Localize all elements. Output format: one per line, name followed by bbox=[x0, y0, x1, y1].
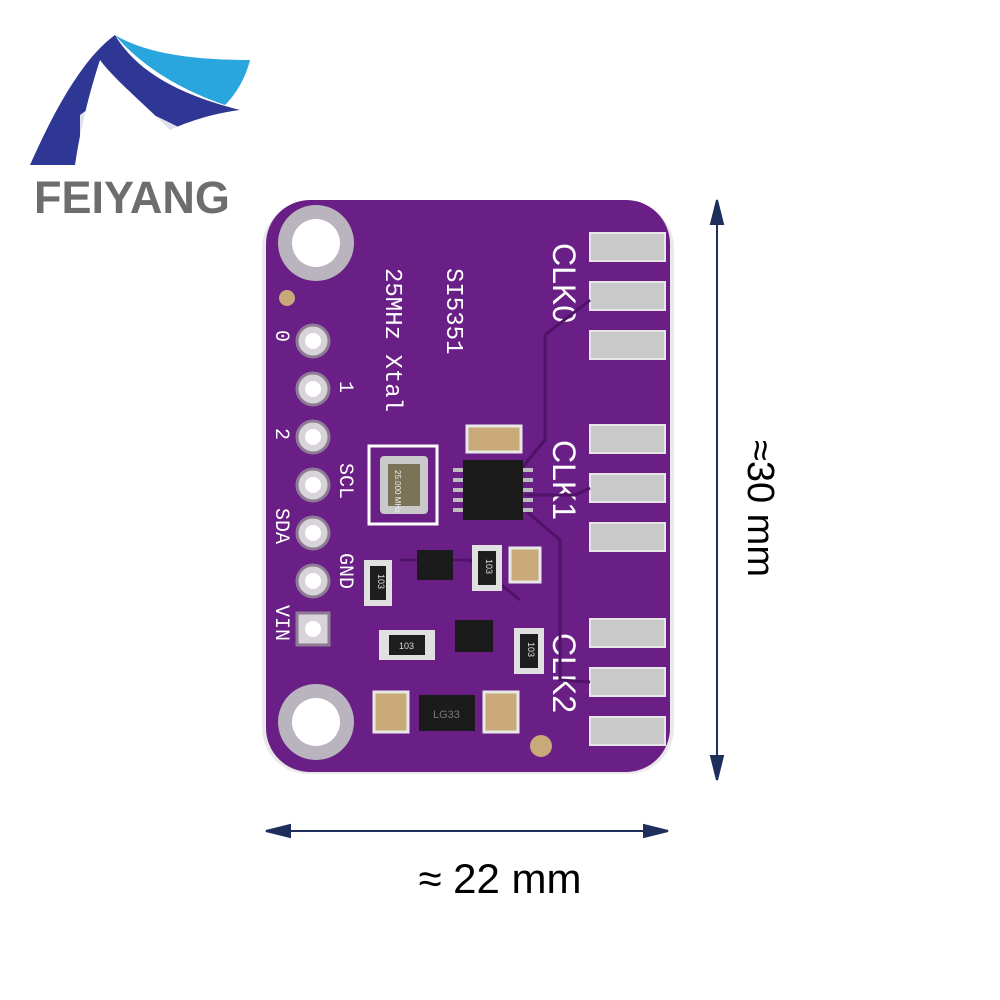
output-label-clk1: CLK1 bbox=[546, 440, 582, 520]
brand-name: FEIYANG bbox=[34, 172, 230, 223]
fiducial bbox=[530, 735, 552, 757]
si5351-chip bbox=[453, 460, 533, 520]
brand-logo: FEIYANG bbox=[20, 20, 260, 223]
output-pads bbox=[589, 232, 666, 746]
chip-label: SI5351 bbox=[439, 268, 466, 354]
resistor-marking: 103 bbox=[484, 559, 494, 574]
pin-label-1: 1 bbox=[333, 381, 356, 393]
regulator-marking: LG33 bbox=[433, 709, 460, 721]
pin-label-scl: SCL bbox=[333, 463, 356, 499]
pin-label-0: 0 bbox=[269, 330, 292, 342]
resistors bbox=[364, 545, 544, 674]
pin-label-vin: VIN bbox=[269, 605, 292, 641]
voltage-regulator bbox=[419, 695, 475, 731]
arrow-right-icon bbox=[643, 823, 669, 839]
arrow-left-icon bbox=[265, 823, 291, 839]
crystal-label: 25MHz Xtal bbox=[378, 268, 405, 412]
resistor-marking: 103 bbox=[526, 642, 536, 657]
mounting-hole-top bbox=[278, 205, 354, 281]
header-pins bbox=[295, 323, 331, 647]
arrow-up-icon bbox=[709, 199, 725, 225]
resistor-marking: 103 bbox=[376, 574, 386, 589]
pin-label-2: 2 bbox=[269, 428, 292, 440]
fiducial bbox=[279, 290, 295, 306]
pin-label-gnd: GND bbox=[333, 553, 356, 589]
arrow-down-icon bbox=[709, 755, 725, 781]
resistor-marking: 103 bbox=[399, 641, 414, 651]
output-label-clk2: CLK2 bbox=[546, 633, 582, 713]
transistors: LG33 bbox=[417, 550, 493, 731]
crystal-marking: 25.000 MHz bbox=[393, 470, 402, 513]
pin-label-sda: SDA bbox=[269, 508, 292, 544]
width-label: ≈ 22 mm bbox=[418, 855, 582, 902]
mounting-hole-bottom bbox=[278, 684, 354, 760]
height-label: ≈30 mm bbox=[739, 440, 781, 577]
wave-logo-icon bbox=[30, 35, 250, 165]
crystal-oscillator: 25.000 MHz bbox=[367, 444, 439, 526]
capacitors bbox=[372, 424, 542, 734]
